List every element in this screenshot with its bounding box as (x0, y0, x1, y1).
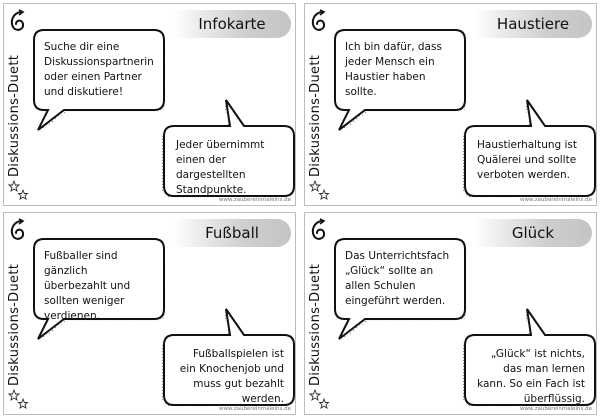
title-banner (474, 219, 592, 247)
bubble-text-right: Fußballspielen ist ein Knochenjob und mu… (179, 348, 284, 405)
card-title: Fußball (205, 224, 259, 242)
card-title: Infokarte (198, 15, 266, 33)
bubble-text-left: Das Unterrichtsfach „Glück“ sollte an al… (345, 250, 450, 307)
card-haustiere: Diskussions-Duett Haustiere Ich bin dafü… (304, 3, 597, 206)
swirl-icon (10, 9, 25, 31)
card-sidebar: Diskussions-Duett (4, 213, 29, 414)
speech-bubble-right (463, 99, 596, 198)
bubble-text-left: Ich bin dafür, dass jeder Mensch ein Hau… (345, 41, 442, 98)
stars-icon (309, 179, 330, 200)
title-banner (474, 10, 592, 38)
card-title: Glück (511, 224, 555, 242)
swirl-icon (311, 218, 326, 240)
bubble-text-right: „Glück“ ist nichts, das man lernen kann.… (477, 348, 585, 405)
title-banner (173, 10, 291, 38)
website-label: www.zaubereinmaleins.de (519, 197, 592, 203)
speech-bubble-left (334, 238, 467, 341)
card-sidebar: Diskussions-Duett (305, 4, 330, 205)
speech-bubbles (33, 29, 295, 198)
swirl-icon (311, 9, 326, 31)
bubble-text-left: Fußballer sind gänzlich überbezahlt und … (44, 250, 131, 322)
speech-bubble-left (33, 29, 166, 132)
speech-bubble-right (463, 308, 596, 407)
website-label: www.zaubereinmaleins.de (218, 406, 291, 412)
stars-icon (309, 388, 330, 409)
stars-icon (8, 179, 29, 200)
card-fussball: Diskussions-Duett Fußball Fußballer sind… (3, 212, 296, 415)
speech-bubble-right (162, 99, 295, 198)
speech-bubbles (33, 238, 295, 407)
swirl-icon (10, 218, 25, 240)
bubble-text-right: Jeder übernimmt einen der dargestellten … (176, 139, 265, 196)
speech-bubble-right (162, 308, 295, 407)
card-infokarte: Diskussions-Duett Infokarte Suche dir ei… (3, 3, 296, 206)
speech-bubble-left (33, 238, 166, 341)
bubble-text-left: Suche dir eine Diskussionspartnerin oder… (44, 41, 154, 98)
website-label: www.zaubereinmaleins.de (519, 406, 592, 412)
title-banner (173, 219, 291, 247)
card-sidebar: Diskussions-Duett (305, 213, 330, 414)
card-sidebar: Diskussions-Duett (4, 4, 29, 205)
speech-bubbles (334, 29, 596, 198)
card-title: Haustiere (496, 15, 570, 33)
speech-bubble-left (334, 29, 467, 132)
stars-icon (8, 388, 29, 409)
card-glueck: Diskussions-Duett Glück Das Unterrichtsf… (304, 212, 597, 415)
bubble-text-right: Haustierhaltung ist Quälerei und sollte … (477, 139, 578, 181)
website-label: www.zaubereinmaleins.de (218, 197, 291, 203)
speech-bubbles (334, 238, 596, 407)
